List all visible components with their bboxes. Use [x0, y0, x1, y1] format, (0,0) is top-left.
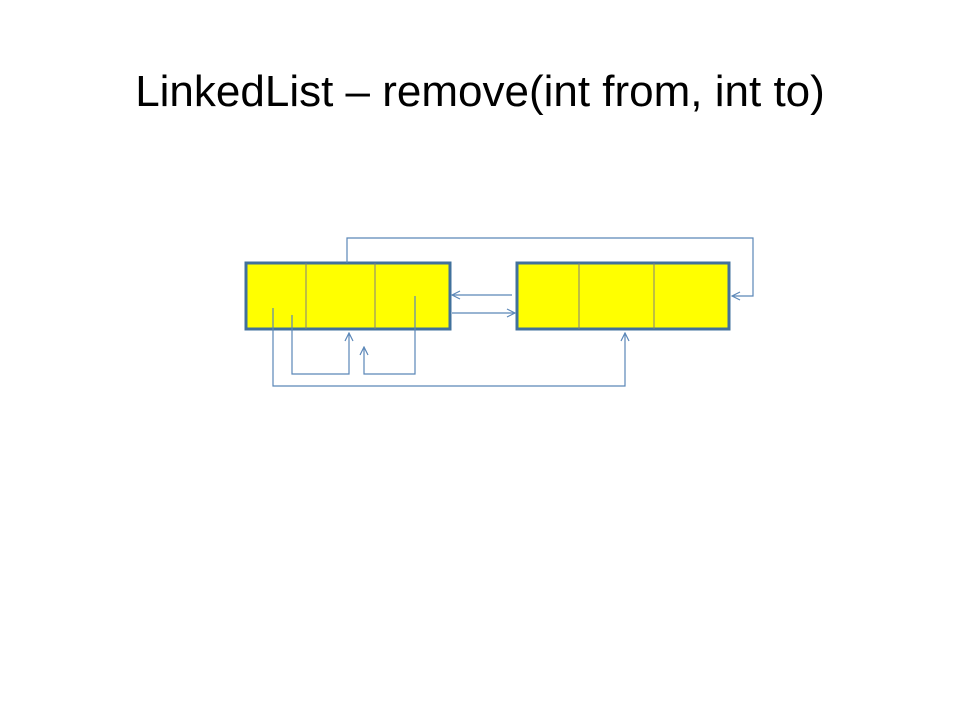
bottom-loop-arrow: [272, 308, 625, 387]
node-left-box: [244, 261, 452, 331]
inner-left-loop-arrow: [291, 315, 349, 375]
inner-right-loop-arrow: [364, 296, 416, 375]
slide-title: LinkedList – remove(int from, int to): [135, 67, 825, 116]
node-right-box: [515, 261, 731, 331]
node-right: [515, 261, 731, 331]
top-loop-arrow: [346, 237, 754, 296]
node-left: [244, 261, 452, 331]
